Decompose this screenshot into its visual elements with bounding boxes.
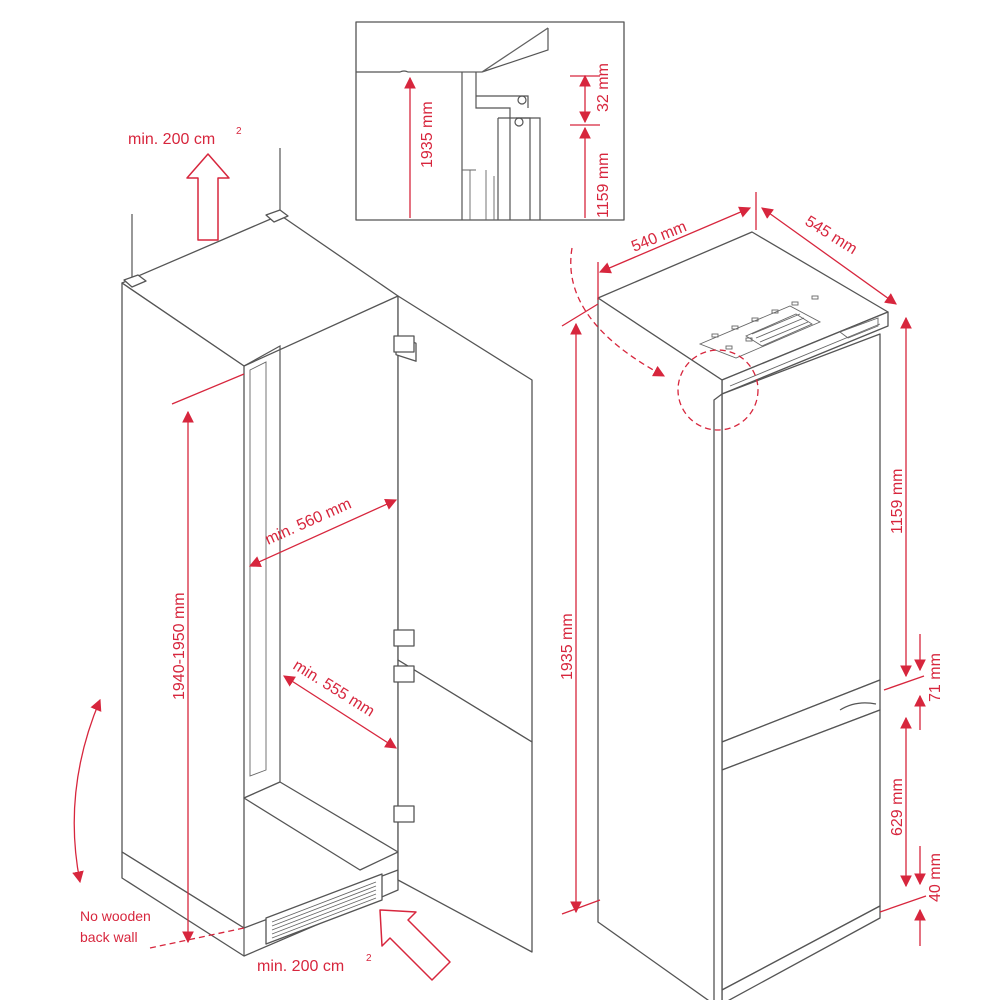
vent-top-sup: 2 xyxy=(236,126,242,137)
vent-bottom-sup: 2 xyxy=(366,953,372,964)
detail-callout xyxy=(677,349,759,431)
no-back-wall-line1: No wooden xyxy=(80,908,151,924)
detail-inset: 1935 mm 32 mm 1159 mm xyxy=(355,21,625,221)
vent-bottom-label: min. 200 cm xyxy=(257,958,344,975)
niche-cabinet: 1940-1950 mm min. 560 mm min. 555 mm No … xyxy=(72,126,533,981)
detail-height-label: 1935 mm xyxy=(419,101,436,168)
appliance-depth-label: 545 mm xyxy=(802,213,860,258)
vent-top-label: min. 200 cm xyxy=(128,131,215,148)
no-back-wall-line2: back wall xyxy=(80,929,138,945)
gap-upper-label: 71 mm xyxy=(927,653,944,702)
vent-top-arrow xyxy=(186,153,230,241)
upper-door-label: 1159 mm xyxy=(889,468,906,534)
appliance-upper-door xyxy=(721,333,881,743)
appliance: 540 mm 545 mm 1935 mm 1159 mm 71 mm 629 … xyxy=(559,192,944,1000)
detail-frame xyxy=(355,21,625,221)
niche-height-label: 1940-1950 mm xyxy=(171,592,188,700)
vent-bottom-arrow xyxy=(379,909,451,981)
appliance-side xyxy=(597,297,723,1000)
gap-lower-label: 40 mm xyxy=(927,853,944,902)
niche-width-label: min. 560 mm xyxy=(263,496,354,549)
lower-door-label: 629 mm xyxy=(889,778,906,836)
detail-upper-label: 1159 mm xyxy=(595,152,612,218)
appliance-width-label: 540 mm xyxy=(629,218,689,255)
vent-grille xyxy=(265,873,383,945)
detail-gap-label: 32 mm xyxy=(595,63,612,112)
appliance-height-label: 1935 mm xyxy=(559,613,576,680)
